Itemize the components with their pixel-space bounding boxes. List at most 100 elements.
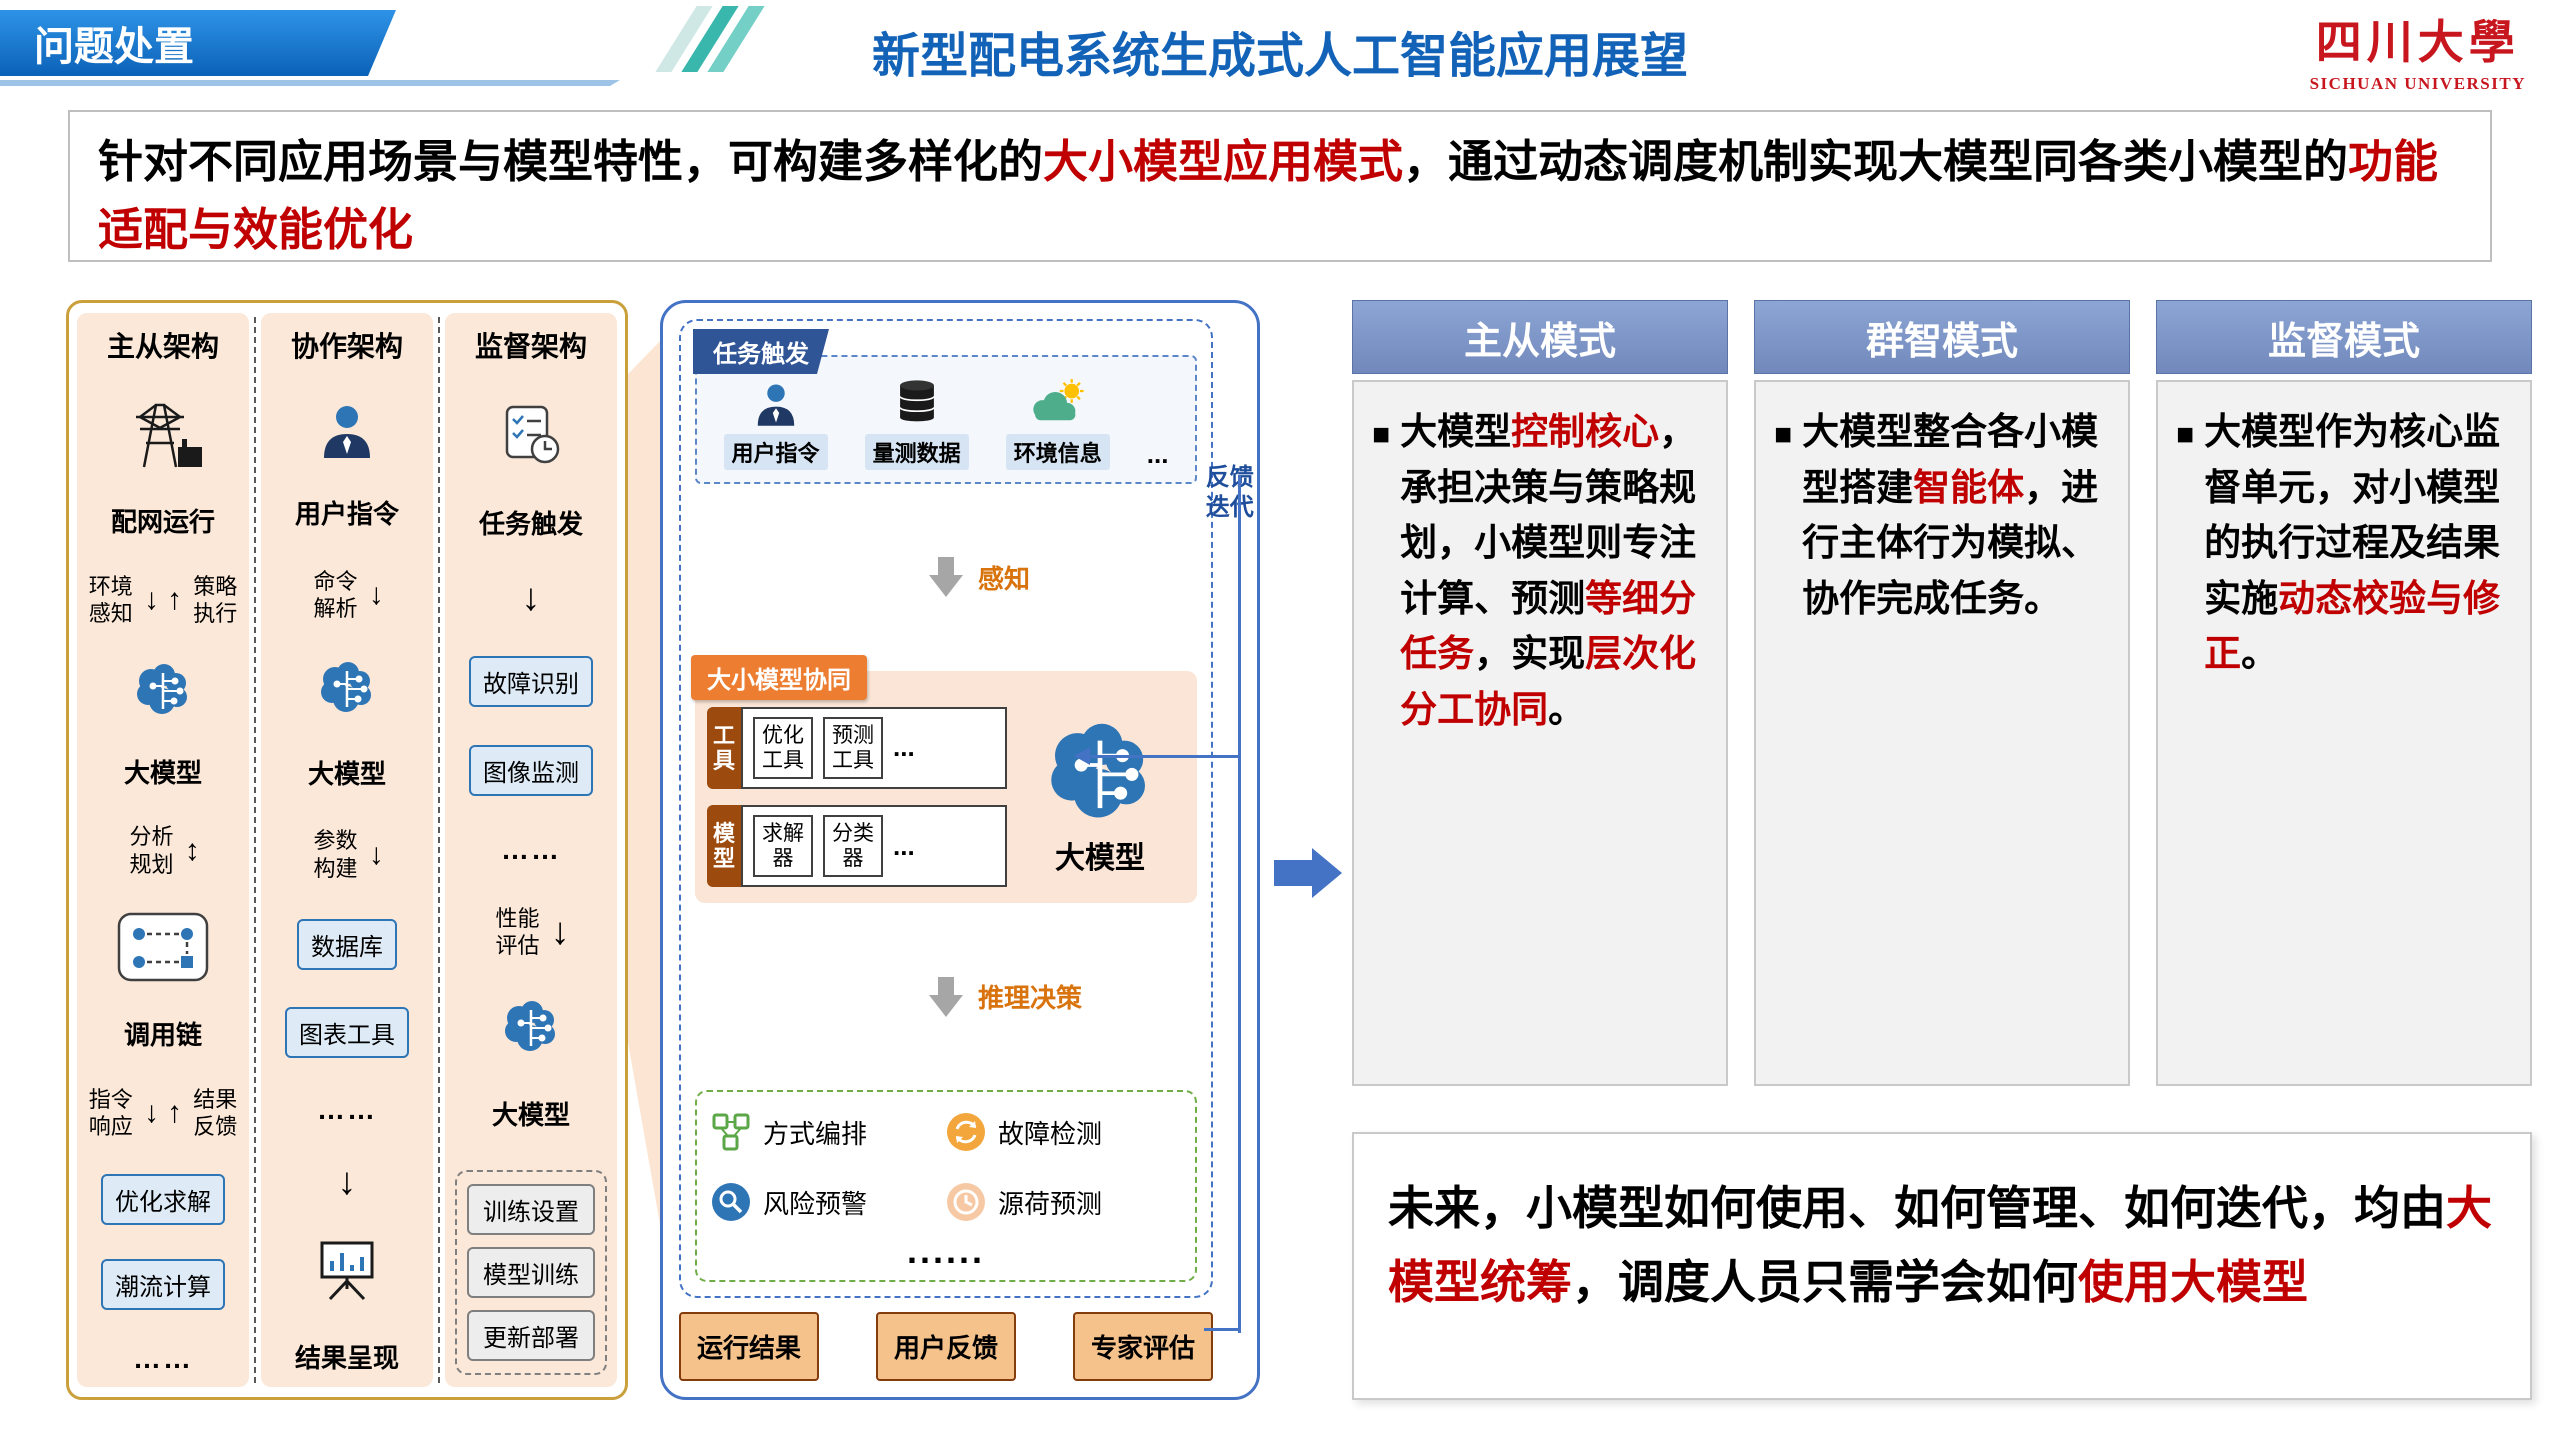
model-row: 模型 求解器 分类器 ... — [707, 805, 1007, 888]
input-measure-data: 量测数据 — [864, 377, 969, 470]
output-label: 故障检测 — [998, 1118, 1103, 1149]
user-icon — [324, 405, 370, 458]
predict-tool-chip: 预测工具 — [823, 716, 883, 779]
performance-eval-label: 性能评估 — [495, 905, 540, 959]
performance-eval-flow: 性能评估 ↓ — [492, 905, 569, 960]
output-label: 风险预警 — [763, 1188, 868, 1219]
feedback-iteration-label: 反馈迭代 — [1205, 464, 1254, 521]
university-logo: 四川大學 SICHUAN UNIVERSITY — [2310, 6, 2526, 94]
orchestration-grid-icon — [712, 1113, 750, 1151]
bullet: ■ — [2176, 418, 2195, 451]
column-divider — [438, 317, 440, 1383]
down-arrow: ↓ — [144, 583, 159, 616]
sense-stage-label: 感知 — [978, 563, 1031, 594]
ellipsis: ...... — [906, 1230, 985, 1271]
column-collaborative: 协作架构 用户指令 命令解析 ↓ 大模型 参数构建 ↓ 数据库 图表工具 …… … — [261, 313, 433, 1387]
risk-warning-item: 风险预警 — [711, 1182, 946, 1222]
sync-arrows-icon — [947, 1113, 985, 1151]
card-text: 大模型控制核心，承担决策与策略规划，小模型则专注计算、预测等细分任务，实现层次化… — [1400, 411, 1697, 730]
brain-icon — [137, 664, 187, 714]
up-arrow: ↑ — [167, 1096, 182, 1129]
bullet: ■ — [1774, 418, 1793, 451]
ellipsis: ... — [893, 830, 915, 861]
output-label: 源荷预测 — [998, 1188, 1103, 1219]
mode-orchestration-item: 方式编排 — [711, 1112, 946, 1152]
optimize-tool-chip: 优化工具 — [753, 716, 813, 779]
coordination-tab: 大小模型协同 — [691, 654, 867, 700]
input-label: 环境信息 — [1005, 434, 1110, 470]
up-down-arrow: ↕ — [184, 833, 200, 867]
presentation-board-icon — [320, 1241, 374, 1301]
grid-operation-label: 配网运行 — [110, 507, 215, 537]
strategy-exec-label: 策略执行 — [193, 573, 238, 627]
ellipsis: ... — [1146, 439, 1169, 469]
card-text: 大模型作为核心监督单元，对小模型的执行过程及结果实施动态校验与修正。 — [2204, 411, 2501, 674]
architecture-overview-panel: 主从架构 配网运行 环境感知 ↓ ↑ 策略执行 大模型 分析规划 ↕ — [66, 300, 628, 1400]
user-icon — [757, 384, 794, 426]
intro-statement: 针对不同应用场景与模型特性，可构建多样化的大小模型应用模式，通过动态调度机制实现… — [68, 110, 2492, 262]
input-label: 量测数据 — [864, 434, 969, 470]
column-supervisory: 监督架构 任务触发 ↓ 故障识别 图像监测 …… 性能评估 ↓ 大模型 训练设置… — [445, 313, 617, 1387]
optimization-solver-box: 优化求解 — [101, 1174, 225, 1225]
analyse-plan-flow: 分析规划 ↕ — [126, 823, 200, 878]
magnifier-icon — [712, 1183, 750, 1221]
user-feedback-box: 用户反馈 — [875, 1312, 1016, 1381]
down-arrow: ↓ — [144, 1096, 159, 1129]
task-trigger-section: 任务触发 用户指令 量测数据 — [695, 355, 1197, 484]
sense-arrow-row: 感知 — [695, 546, 1197, 608]
command-response-label: 指令响应 — [88, 1086, 133, 1140]
university-logo-cn: 四川大學 — [2315, 17, 2520, 68]
down-arrow: ↓ — [368, 837, 384, 871]
command-feedback-flow: 指令响应 ↓ ↑ 结果反馈 — [85, 1086, 240, 1141]
card-master-slave-mode: 主从模式 ■ 大模型控制核心，承担决策与策略规划，小模型则专注计算、预测等细分任… — [1352, 300, 1728, 1086]
card-supervision-mode: 监督模式 ■ 大模型作为核心监督单元，对小模型的执行过程及结果实施动态校验与修正… — [2156, 300, 2532, 1086]
big-model-label: 大模型 — [123, 757, 202, 788]
ellipsis: ... — [893, 732, 915, 763]
command-parse-flow: 命令解析 ↓ — [310, 568, 384, 623]
card-swarm-mode: 群智模式 ■ 大模型整合各小模型搭建智能体，进行主体行为模拟、协作完成任务。 — [1754, 300, 2130, 1086]
output-label: 方式编排 — [763, 1118, 868, 1149]
result-present-label: 结果呈现 — [294, 1342, 399, 1373]
down-block-arrow — [929, 557, 963, 598]
slide-title: 新型配电系统生成式人工智能应用展望 — [871, 30, 1689, 83]
card-title: 监督模式 — [2156, 300, 2532, 374]
feedback-line-vertical — [1238, 475, 1241, 1333]
ellipsis: …… — [317, 1094, 377, 1126]
big-model-label: 大模型 — [491, 1099, 570, 1130]
brain-icon — [505, 1001, 555, 1052]
fault-identify-box: 故障识别 — [469, 655, 593, 707]
big-model-label: 大模型 — [1055, 841, 1145, 875]
model-coordination-section: 大小模型协同 工具 优化工具 预测工具 ... 模型 求解器 — [691, 654, 1197, 904]
decision-outputs-box: 方式编排 故障检测 风险预警 — [695, 1090, 1197, 1282]
call-chain-label: 调用链 — [123, 1020, 202, 1050]
input-environment-info: 环境信息 — [1005, 378, 1110, 470]
section-banner: 问题处置 — [0, 10, 396, 76]
call-chain-icon — [117, 912, 209, 981]
result-feedback-label: 结果反馈 — [193, 1086, 238, 1140]
environment-icon — [1033, 379, 1084, 421]
update-deploy-box: 更新部署 — [467, 1309, 595, 1361]
column-title: 监督架构 — [474, 331, 587, 362]
column-divider — [254, 317, 256, 1383]
card-body: ■ 大模型作为核心监督单元，对小模型的执行过程及结果实施动态校验与修正。 — [2156, 380, 2532, 1086]
down-arrow: ↓ — [368, 578, 384, 612]
chart-tool-box: 图表工具 — [285, 1006, 409, 1058]
feedback-arrow-into-model — [1074, 747, 1238, 765]
down-arrow: ↓ — [337, 1160, 357, 1203]
classifier-chip: 分类器 — [823, 815, 883, 878]
run-result-box: 运行结果 — [679, 1312, 820, 1381]
input-user-command: 用户指令 — [723, 381, 828, 470]
up-arrow: ↑ — [167, 583, 182, 616]
process-flow-container: 任务触发 用户指令 量测数据 — [679, 319, 1213, 1298]
down-block-arrow — [929, 976, 963, 1017]
tool-row-body: 优化工具 预测工具 ... — [741, 706, 1007, 789]
power-grid-icon — [136, 403, 202, 467]
env-sense-label: 环境感知 — [88, 573, 133, 627]
coordination-body: 工具 优化工具 预测工具 ... 模型 求解器 分类器 ... — [707, 706, 1185, 888]
database-icon — [898, 380, 935, 422]
tool-model-rows: 工具 优化工具 预测工具 ... 模型 求解器 分类器 ... — [707, 706, 1007, 888]
flow-arrow-right — [1274, 848, 1342, 898]
bullet: ■ — [1372, 418, 1391, 451]
user-command-label: 用户指令 — [294, 499, 399, 530]
column-title: 主从架构 — [106, 331, 219, 362]
